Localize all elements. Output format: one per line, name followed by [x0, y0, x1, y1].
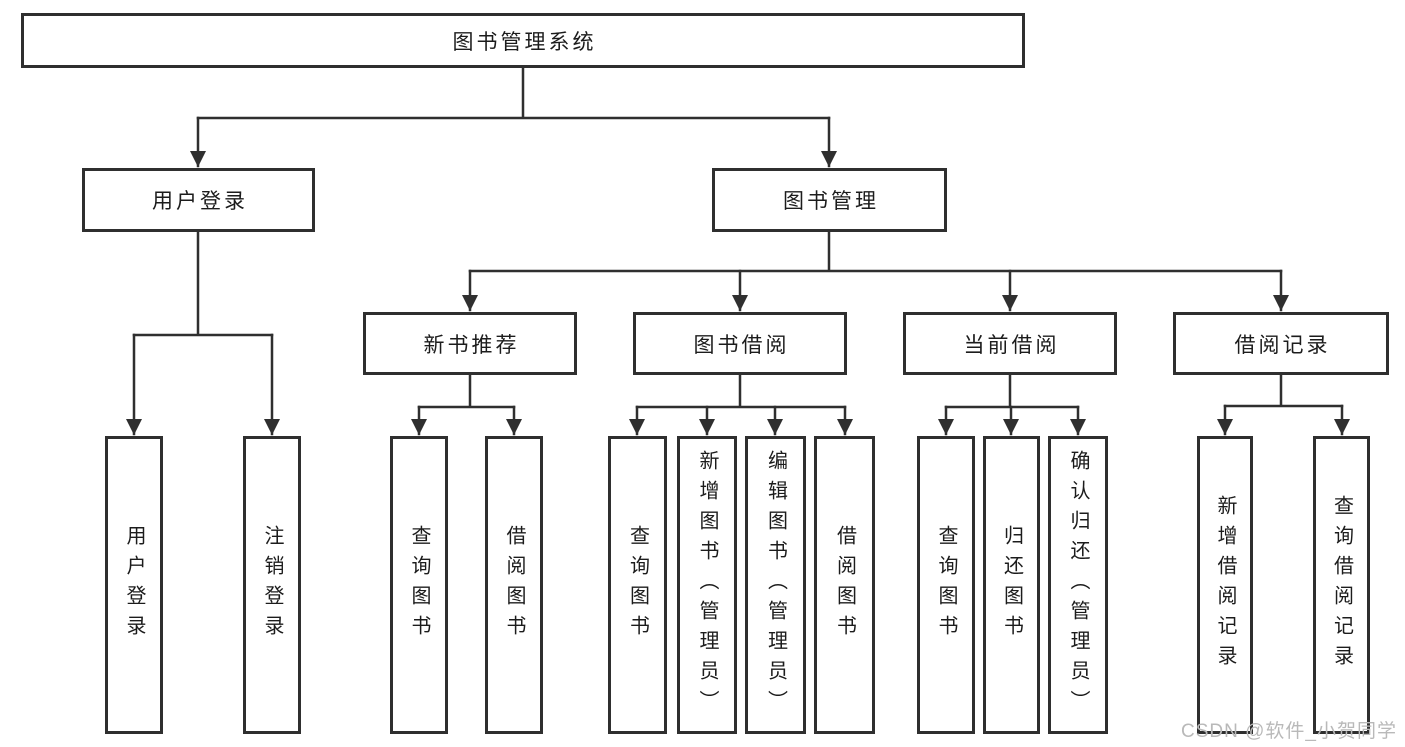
leaf-query-books-recommend: 查询图书 — [390, 436, 448, 734]
node-label: 当前借阅 — [963, 333, 1060, 357]
leaf-confirm-return-admin: 确认归还（管理员） — [1048, 436, 1108, 734]
node-label: 借阅记录 — [1234, 333, 1331, 357]
node-label: 新增图书（管理员） — [696, 450, 718, 720]
node-label: 图书管理系统 — [452, 30, 597, 54]
node-label: 查询借阅记录 — [1330, 495, 1353, 675]
node-label: 注销登录 — [261, 525, 283, 645]
node-label: 新书推荐 — [423, 333, 520, 357]
leaf-query-books-borrow: 查询图书 — [608, 436, 667, 734]
leaf-borrow-books-recommend: 借阅图书 — [485, 436, 543, 734]
node-label: 查询图书 — [408, 525, 430, 645]
leaf-borrow-books: 借阅图书 — [814, 436, 875, 734]
leaf-logout: 注销登录 — [243, 436, 301, 734]
node-label: 查询图书 — [935, 525, 957, 645]
node-label: 图书管理 — [783, 190, 879, 213]
node-borrow-records: 借阅记录 — [1173, 312, 1389, 375]
leaf-query-borrow-record: 查询借阅记录 — [1313, 436, 1370, 734]
leaf-user-login: 用户登录 — [105, 436, 163, 734]
leaf-edit-books-admin: 编辑图书（管理员） — [745, 436, 806, 734]
leaf-return-books: 归还图书 — [983, 436, 1040, 734]
node-label: 确认归还（管理员） — [1067, 450, 1089, 720]
node-label: 查询图书 — [626, 525, 649, 645]
csdn-watermark: CSDN @软件_小贺同学 — [1181, 721, 1397, 742]
node-label: 用户登录 — [152, 190, 248, 213]
node-label: 借阅图书 — [503, 525, 525, 645]
node-new-book-recommend: 新书推荐 — [363, 312, 577, 375]
node-label: 图书借阅 — [693, 333, 790, 357]
leaf-query-books-current: 查询图书 — [917, 436, 975, 734]
node-book-borrow: 图书借阅 — [633, 312, 847, 375]
node-user-login: 用户登录 — [82, 168, 315, 232]
node-label: 归还图书 — [1000, 525, 1023, 645]
node-label: 借阅图书 — [833, 525, 856, 645]
node-library-management-system: 图书管理系统 — [21, 13, 1025, 68]
node-label: 新增借阅记录 — [1214, 495, 1236, 675]
leaf-add-borrow-record: 新增借阅记录 — [1197, 436, 1253, 734]
node-book-management: 图书管理 — [712, 168, 947, 232]
node-label: 用户登录 — [123, 525, 145, 645]
leaf-add-books-admin: 新增图书（管理员） — [677, 436, 737, 734]
node-label: 编辑图书（管理员） — [764, 450, 787, 720]
node-current-borrow: 当前借阅 — [903, 312, 1117, 375]
